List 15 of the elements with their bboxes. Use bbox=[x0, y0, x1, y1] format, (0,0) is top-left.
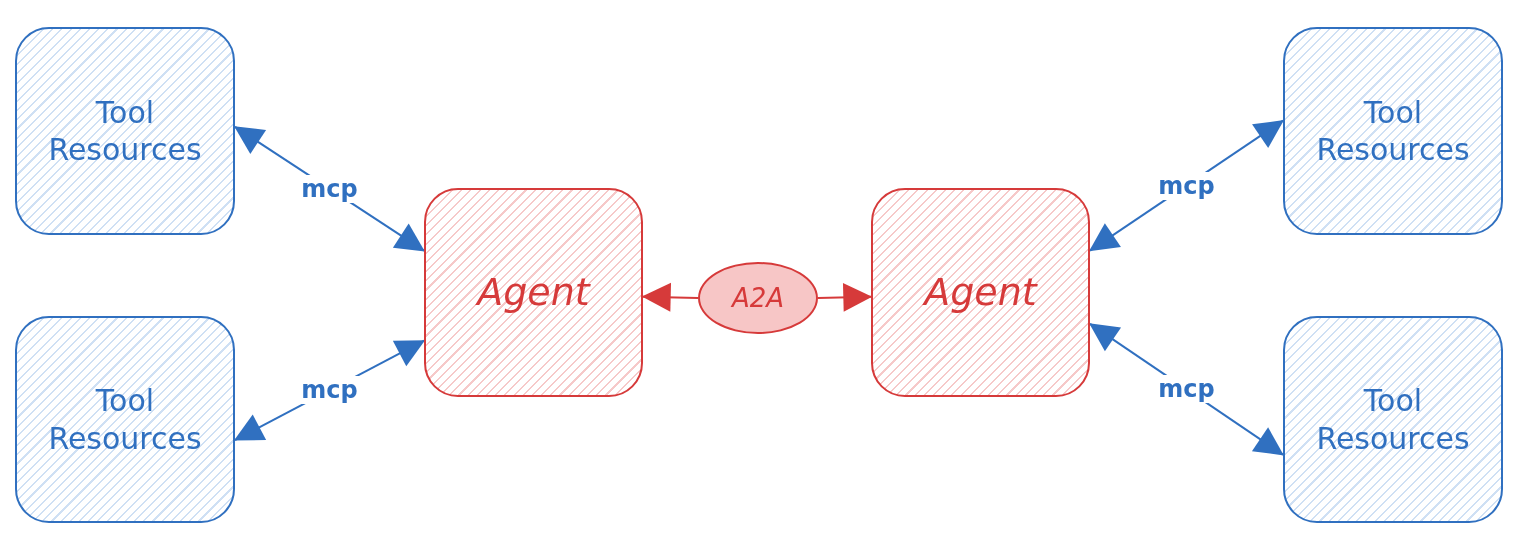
node-label: Agent bbox=[924, 268, 1037, 316]
agent-box bbox=[871, 188, 1090, 397]
node-label: A2A bbox=[731, 281, 785, 315]
agent-box bbox=[424, 188, 643, 397]
tool-box bbox=[1283, 27, 1503, 235]
node-label: Tool Resources bbox=[47, 93, 203, 169]
tool-box bbox=[15, 27, 235, 235]
tool-box bbox=[15, 316, 235, 523]
node-label: Tool Resources bbox=[47, 382, 203, 457]
tool-box bbox=[1283, 316, 1503, 523]
arrow bbox=[817, 283, 873, 312]
arrow bbox=[641, 282, 699, 312]
node-label: Tool Resources bbox=[1315, 93, 1471, 169]
node-label: Agent bbox=[477, 268, 590, 316]
node-label: Tool Resources bbox=[1315, 382, 1471, 457]
